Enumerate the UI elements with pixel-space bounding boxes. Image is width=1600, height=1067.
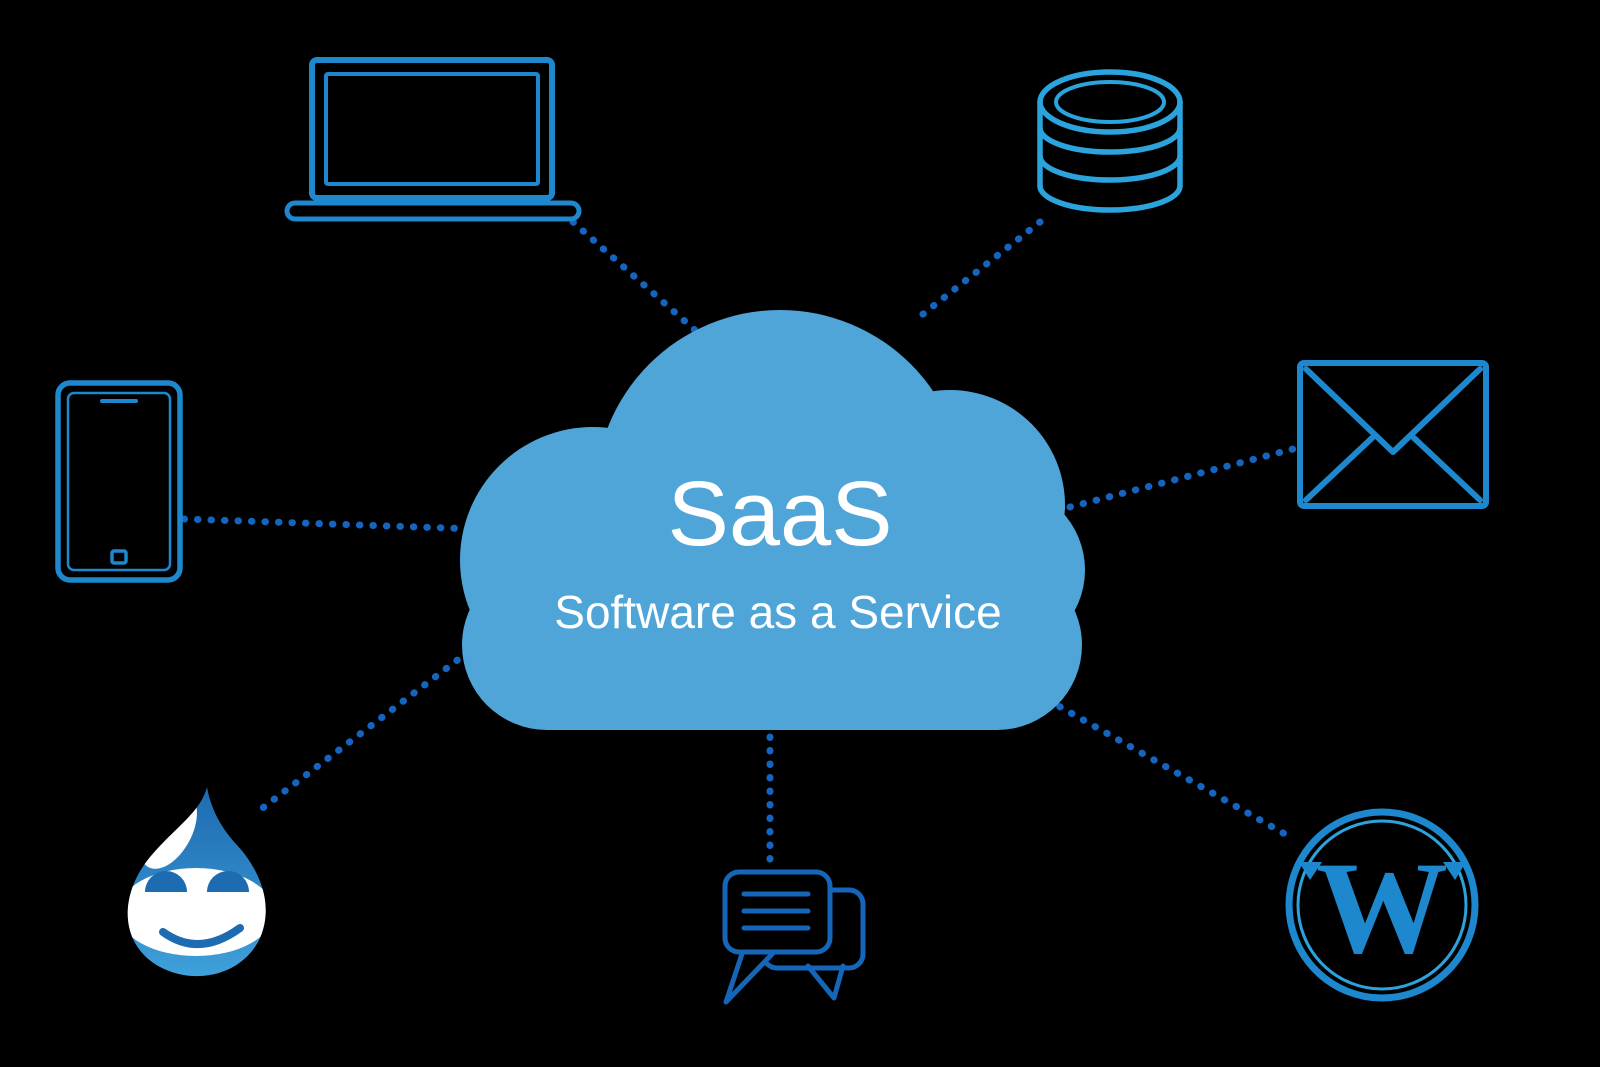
wordpress-logo-icon: W bbox=[1285, 808, 1479, 1002]
svg-text:W: W bbox=[1316, 834, 1448, 981]
connector-drupal bbox=[256, 648, 472, 814]
cloud-title: SaaS bbox=[667, 463, 892, 565]
connector-wordpress bbox=[1044, 696, 1296, 842]
connectors bbox=[180, 218, 1301, 866]
connector-database bbox=[914, 218, 1044, 322]
database-icon bbox=[1037, 69, 1183, 213]
laptop-icon bbox=[284, 57, 582, 222]
envelope-icon bbox=[1297, 360, 1489, 509]
drupal-logo-icon bbox=[127, 787, 266, 977]
cloud-icon bbox=[460, 310, 1085, 730]
connector-laptop bbox=[569, 218, 701, 336]
smartphone-icon bbox=[55, 380, 183, 583]
saas-cloud: SaaS Software as a Service bbox=[460, 310, 1085, 730]
connector-smartphone bbox=[180, 515, 480, 533]
cloud-subtitle: Software as a Service bbox=[554, 586, 1001, 638]
chat-bubbles-icon bbox=[722, 869, 866, 1005]
connector-envelope bbox=[1066, 444, 1301, 511]
